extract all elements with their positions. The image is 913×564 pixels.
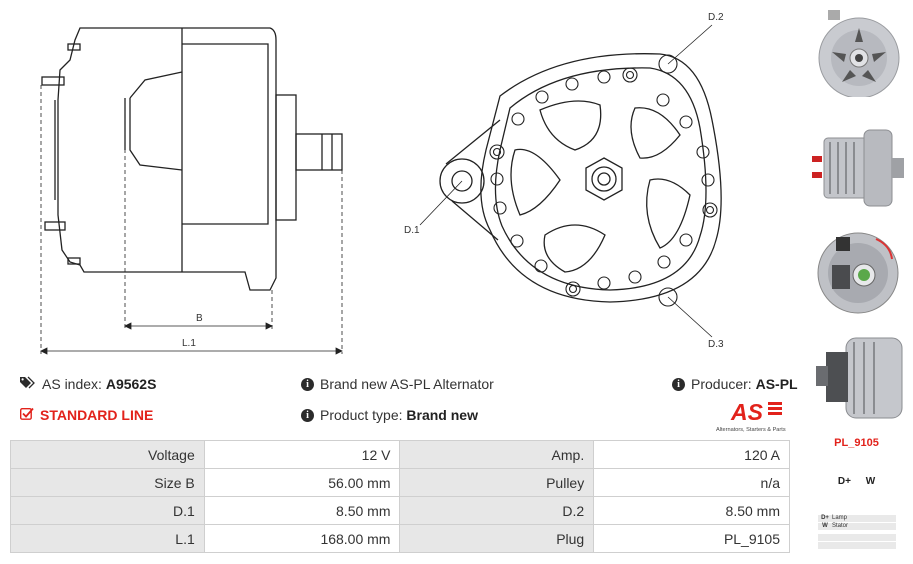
spec-key: Voltage <box>10 440 205 469</box>
as-index-value: A9562S <box>105 376 157 392</box>
dim-label-b: B <box>196 313 203 324</box>
product-type: i Product type: Brand new <box>301 407 478 423</box>
thumbnail-profile[interactable] <box>806 330 910 425</box>
as-index-label: AS index: <box>42 376 102 392</box>
dim-label-d2: D.2 <box>708 12 724 23</box>
legend-row: D+ Lamp <box>818 515 896 522</box>
table-row: D.1 8.50 mm D.2 8.50 mm <box>10 496 790 525</box>
logo-mark: AS <box>730 399 764 425</box>
spec-table: Voltage 12 V Amp. 120 A Size B 56.00 mm … <box>10 440 790 553</box>
dim-label-d1: D.1 <box>404 225 420 236</box>
spec-key: Pulley <box>399 468 595 497</box>
legend-row-blank <box>818 542 896 549</box>
plug-legend: D+ Lamp W Stator <box>818 515 896 550</box>
spec-key: L.1 <box>10 524 205 553</box>
thumbnail-side[interactable] <box>806 120 910 215</box>
standard-line: STANDARD LINE <box>19 407 154 423</box>
plug-pin-dplus: D+ <box>837 476 851 487</box>
technical-drawing: B L.1 <box>40 12 724 355</box>
producer-label: Producer: <box>691 376 752 392</box>
info-circle-icon: i <box>301 377 314 391</box>
spec-value: 56.00 mm <box>203 468 401 497</box>
dim-label-d3: D.3 <box>708 339 724 350</box>
spec-key: Size B <box>10 468 205 497</box>
thumbnail-strip <box>800 0 913 564</box>
producer: i Producer: AS-PL <box>672 376 798 392</box>
spec-value: 168.00 mm <box>203 524 401 553</box>
plug-pins: D+ W <box>800 476 913 487</box>
table-row: L.1 168.00 mm Plug PL_9105 <box>10 524 790 553</box>
info-circle-icon: i <box>672 377 685 391</box>
spec-value: 12 V <box>203 440 401 469</box>
brand-text: Brand new AS-PL Alternator <box>320 376 494 392</box>
side-view-body <box>57 27 277 291</box>
spec-value: 8.50 mm <box>203 496 401 525</box>
legend-row-blank <box>818 534 896 541</box>
spec-value: 120 A <box>593 440 790 469</box>
plug-pin-w: W <box>865 476 876 487</box>
table-row: Voltage 12 V Amp. 120 A <box>10 440 790 469</box>
spec-value: n/a <box>593 468 790 497</box>
spec-key: Plug <box>399 524 595 553</box>
spec-key: D.1 <box>10 496 205 525</box>
brand-line: i Brand new AS-PL Alternator <box>301 376 494 392</box>
spec-key: Amp. <box>399 440 595 469</box>
info-circle-icon: i <box>301 408 314 422</box>
dim-label-l1: L.1 <box>182 338 196 349</box>
drawing-svg: B L.1 <box>40 12 724 355</box>
as-index: AS index: A9562S <box>20 376 156 392</box>
thumbnail-rear[interactable] <box>806 225 910 320</box>
plug-code: PL_9105 <box>834 437 879 449</box>
thumbnail-front[interactable] <box>806 2 910 97</box>
table-row: Size B 56.00 mm Pulley n/a <box>10 468 790 497</box>
spec-value: PL_9105 <box>593 524 790 553</box>
check-square-icon <box>19 407 34 423</box>
standard-line-label: STANDARD LINE <box>40 407 154 423</box>
product-type-value: Brand new <box>406 407 478 423</box>
spec-value: 8.50 mm <box>593 496 790 525</box>
legend-row: W Stator <box>818 523 896 530</box>
producer-value: AS-PL <box>755 376 798 392</box>
product-type-label: Product type: <box>320 407 403 423</box>
tags-icon <box>20 376 36 392</box>
logo-tagline: Alternators, Starters & Parts <box>716 427 786 433</box>
spec-key: D.2 <box>399 496 595 525</box>
front-view <box>439 53 722 303</box>
as-pl-logo: AS Alternators, Starters & Parts <box>714 398 794 434</box>
